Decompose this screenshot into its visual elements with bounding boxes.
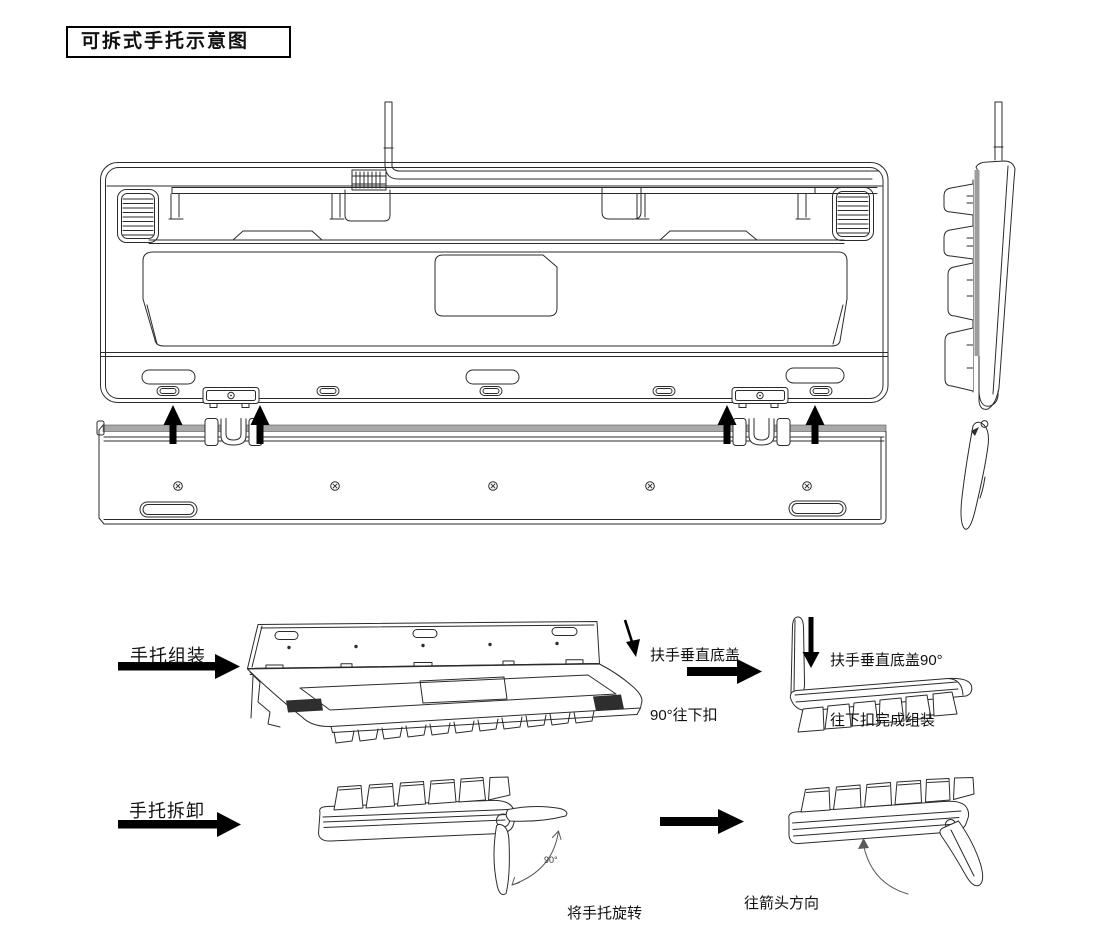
removal-step1-figure — [318, 776, 568, 896]
mounting-rail — [168, 187, 878, 222]
assembly-section-label: 手托组装 — [130, 646, 206, 666]
attach-direction-arrows — [163, 405, 825, 444]
label-plate — [434, 254, 558, 317]
wrist-rest-slots — [141, 367, 845, 396]
screws — [173, 481, 812, 491]
up-arrow-icon — [163, 405, 183, 444]
removal-step2-figure — [788, 777, 984, 895]
up-arrow-icon — [250, 405, 270, 444]
removal-step2-note: 往箭头方向 下压可将手托拆下 — [744, 895, 820, 912]
latch-bracket-left — [202, 387, 260, 408]
wrist-rest-tilted — [939, 820, 984, 887]
keyboard-side-view — [943, 101, 1016, 410]
rotation-angle-label: 90° — [544, 855, 558, 865]
cable — [383, 101, 880, 180]
wrist-rest-top-band — [102, 424, 887, 432]
assembly-step2-figure — [789, 616, 973, 733]
up-arrow-icon — [805, 405, 825, 444]
foot-pad-left — [117, 189, 159, 243]
latch-bracket-right — [731, 387, 789, 408]
up-arrow-icon — [717, 405, 737, 444]
assembly-step1-note: 扶手垂直底盖 90°往下扣 — [650, 647, 741, 724]
wrist-rest-vertical — [790, 616, 806, 699]
assembly-flow-arrow — [687, 659, 762, 684]
wrist-rest-attached — [505, 806, 568, 822]
removal-label-arrow — [118, 812, 241, 837]
keyboard-body — [247, 663, 643, 728]
arc-arrowhead — [858, 838, 869, 849]
wrist-rest-rotated-down — [493, 823, 510, 896]
snap-clip-left — [204, 418, 263, 446]
page-title: 可拆式手托示意图 — [66, 26, 291, 58]
press-down-arc — [863, 844, 909, 895]
removal-flow-arrow — [660, 809, 744, 834]
assembly-label-arrow — [118, 654, 240, 679]
rotation-arc — [511, 830, 559, 886]
disassembly-section-label: 手托拆卸 — [129, 801, 205, 821]
foot-pad-right — [832, 187, 874, 241]
assembly-step1-figure — [247, 619, 643, 744]
keyboard-bottom-view — [100, 101, 889, 408]
removal-step1-note: 将手托旋转 大于90° — [567, 905, 643, 922]
cable-connector — [351, 169, 387, 191]
assembly-step2-note: 扶手垂直底盖90° 往下扣完成组装 — [830, 652, 943, 729]
bottom-panel — [142, 251, 848, 347]
wrist-rest-bottom-view — [96, 418, 887, 525]
wrist-rest-side-view — [960, 420, 989, 530]
snap-clip-right — [732, 418, 791, 446]
